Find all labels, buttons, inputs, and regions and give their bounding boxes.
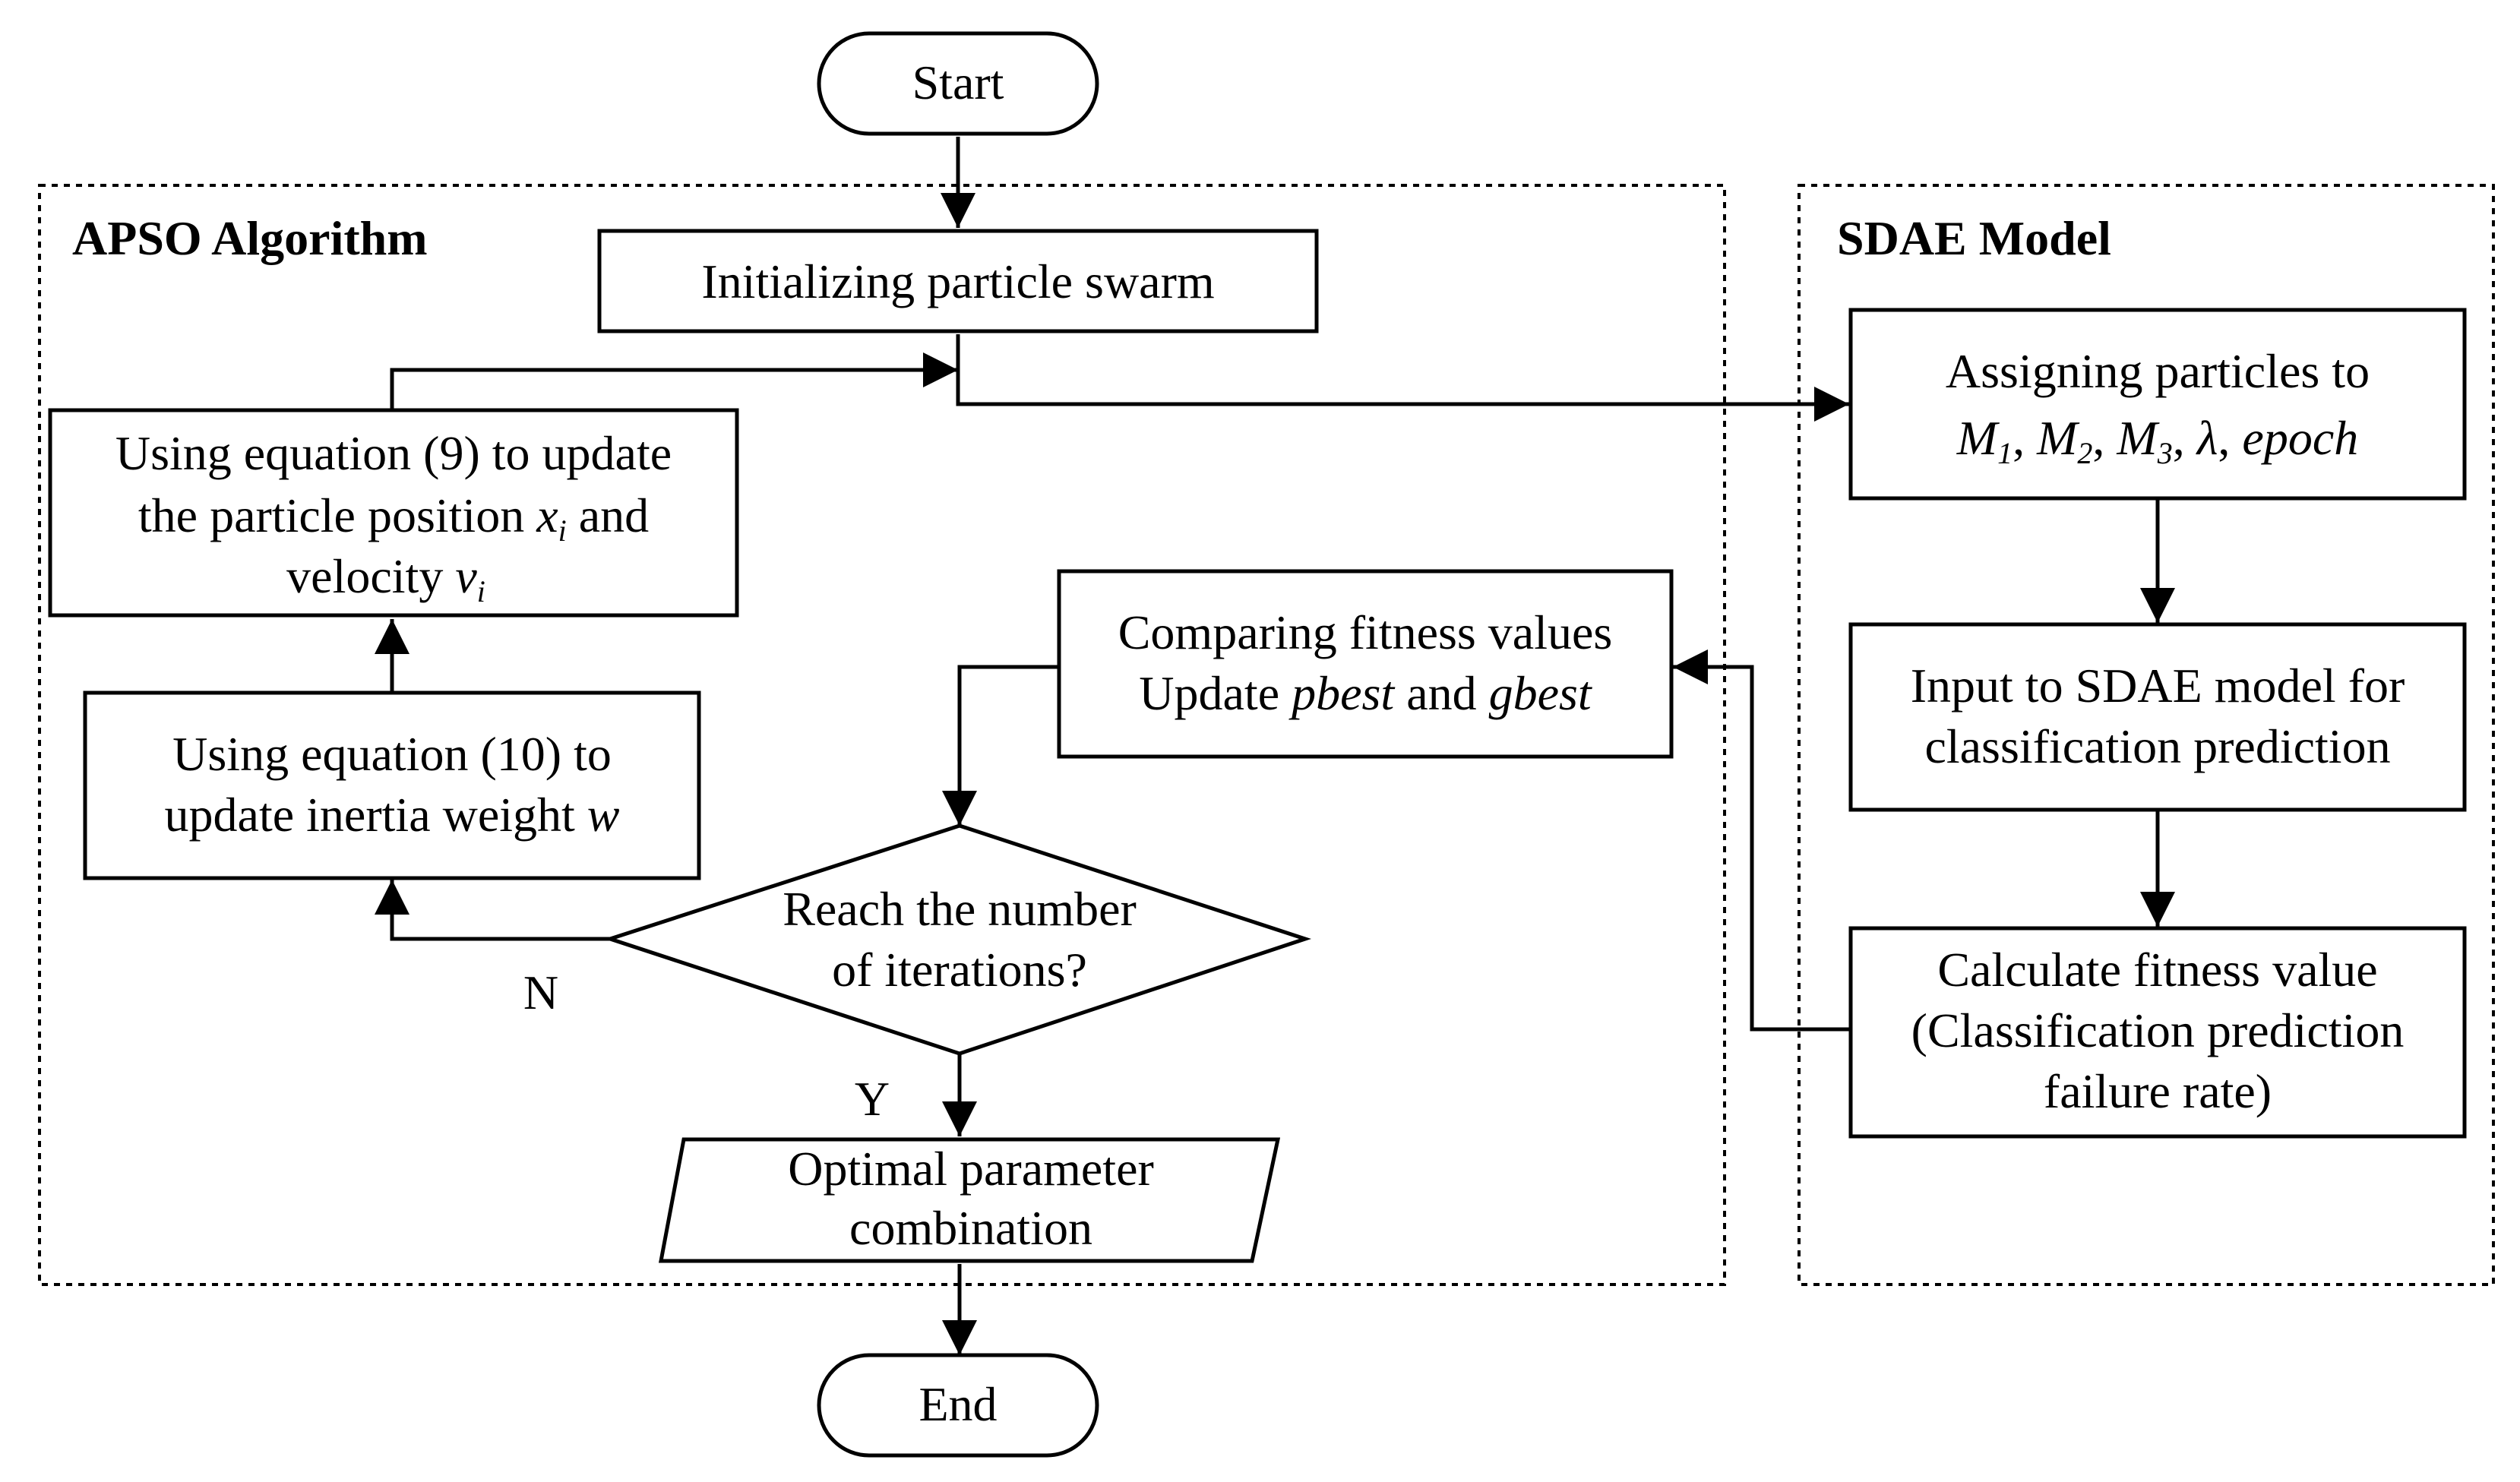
edge-label-yes: Y [855,1072,890,1126]
edge-label-no: N [523,965,558,1019]
compare-line1: Comparing fitness values [1118,605,1613,659]
update-weight-line2: update inertia weight w [165,788,620,842]
edge-update-to-loop [390,352,958,410]
sdae-group-title: SDAE Model [1837,211,2111,265]
start-label: Start [912,55,1004,109]
fitness-process: Calculate fitness value (Classification … [1848,926,2467,1139]
decision-line2: of iterations? [832,943,1087,997]
assign-line1: Assigning particles to [1946,344,2370,398]
update-position-line1: Using equation (9) to update [115,426,672,480]
init-process: Initializing particle swarm [597,229,1319,333]
apso-group-title: APSO Algorithm [72,211,428,265]
input-line1: Input to SDAE model for [1911,659,2405,713]
update-weight-process: Using equation (10) to update inertia we… [83,690,701,880]
edges [375,137,2175,1355]
assign-line2: M1, M2, M3, λ, epoch [1956,411,2358,470]
optimal-line2: combination [849,1201,1092,1255]
fitness-line3: failure rate) [2044,1064,2272,1118]
input-process: Input to SDAE model for classification p… [1848,622,2467,812]
compare-line2: Update pbest and gbest [1139,666,1593,720]
update-position-line2: the particle position xi and [138,488,649,548]
optimal-output: Optimal parameter combination [658,1137,1281,1263]
optimal-line1: Optimal parameter [788,1142,1154,1196]
decision-line1: Reach the number [783,882,1137,936]
assign-process: Assigning particles to M1, M2, M3, λ, ep… [1848,308,2467,501]
end-terminal: End [817,1353,1099,1458]
edge-compare-to-decision [942,665,1059,826]
input-line2: classification prediction [1924,719,2390,773]
update-position-process: Using equation (9) to update the particl… [48,408,739,618]
update-weight-line1: Using equation (10) to [172,727,612,781]
compare-process: Comparing fitness values Update pbest an… [1057,569,1674,759]
sdae-group [1798,184,2495,1286]
fitness-line1: Calculate fitness value [1937,943,2377,997]
init-label: Initializing particle swarm [701,254,1214,308]
end-label: End [919,1377,997,1431]
edge-fitness-to-compare [1673,649,1849,1032]
decision-iterations: Reach the number of iterations? [603,823,1311,1056]
edge-decision-no-to-update-w [375,880,610,941]
edge-init-to-assign [956,334,1849,422]
fitness-line2: (Classification prediction [1911,1003,2405,1057]
start-terminal: Start [817,31,1099,136]
update-position-line3: velocity vi [286,549,485,608]
apso-group [38,184,1726,1286]
